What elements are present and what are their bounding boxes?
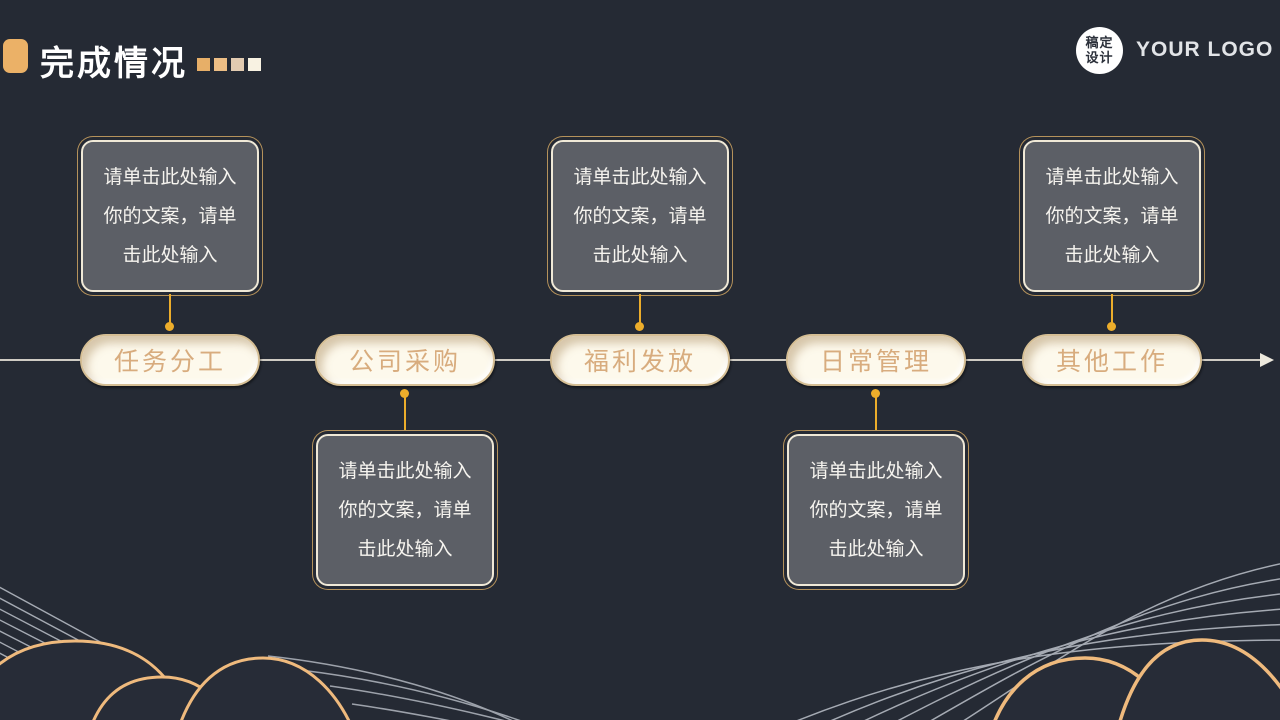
connector-dot-5 [1107, 322, 1116, 331]
callout-text: 请单击此处输入你的文案，请单击此处输入 [338, 460, 472, 560]
node-label: 日常管理 [819, 349, 932, 376]
decor-square-2 [214, 58, 227, 71]
connector-line-1 [169, 294, 171, 326]
connector-line-3 [639, 294, 641, 326]
center-wave-lines [267, 655, 521, 720]
node-label: 福利发放 [583, 349, 696, 376]
title-decor-squares [197, 58, 261, 71]
node-label: 公司采购 [348, 349, 461, 376]
connector-dot-3 [635, 322, 644, 331]
callout-text: 请单击此处输入你的文案，请单击此处输入 [573, 166, 707, 266]
connector-dot-4 [871, 389, 880, 398]
left-hills [0, 639, 350, 720]
node-label: 任务分工 [113, 349, 226, 376]
callout-text: 请单击此处输入你的文案，请单击此处输入 [103, 166, 237, 266]
connector-dot-1 [165, 322, 174, 331]
callout-box-5[interactable]: 请单击此处输入你的文案，请单击此处输入 [1023, 140, 1201, 292]
timeline-node-pill-1: 任务分工 [80, 334, 260, 386]
decor-square-3 [231, 58, 244, 71]
timeline-node-pill-2: 公司采购 [315, 334, 495, 386]
logo-badge: 稿定 设计 [1076, 27, 1123, 74]
callout-text: 请单击此处输入你的文案，请单击此处输入 [1045, 166, 1179, 266]
connector-line-4 [875, 396, 877, 434]
decor-square-1 [197, 58, 210, 71]
timeline-node-pill-4: 日常管理 [786, 334, 966, 386]
title-accent-bar [3, 39, 28, 73]
connector-dot-2 [400, 389, 409, 398]
timeline-node-pill-5: 其他工作 [1022, 334, 1202, 386]
connector-line-5 [1111, 294, 1113, 326]
mountain-curves-decoration [0, 563, 1280, 720]
arrow-right-icon [1260, 353, 1274, 367]
callout-box-2[interactable]: 请单击此处输入你的文案，请单击此处输入 [316, 434, 494, 586]
callout-text: 请单击此处输入你的文案，请单击此处输入 [809, 460, 943, 560]
callout-box-3[interactable]: 请单击此处输入你的文案，请单击此处输入 [551, 140, 729, 292]
connector-line-2 [404, 396, 406, 434]
callout-box-4[interactable]: 请单击此处输入你的文案，请单击此处输入 [787, 434, 965, 586]
timeline-node-pill-3: 福利发放 [550, 334, 730, 386]
logo-badge-line1: 稿定 [1085, 34, 1114, 50]
node-label: 其他工作 [1055, 349, 1168, 376]
logo-text: YOUR LOGO [1136, 38, 1274, 61]
decor-square-4 [248, 58, 261, 71]
logo-badge-line2: 设计 [1085, 49, 1114, 65]
callout-box-1[interactable]: 请单击此处输入你的文案，请单击此处输入 [81, 140, 259, 292]
page-title: 完成情况 [40, 46, 188, 83]
right-hills [993, 638, 1280, 720]
